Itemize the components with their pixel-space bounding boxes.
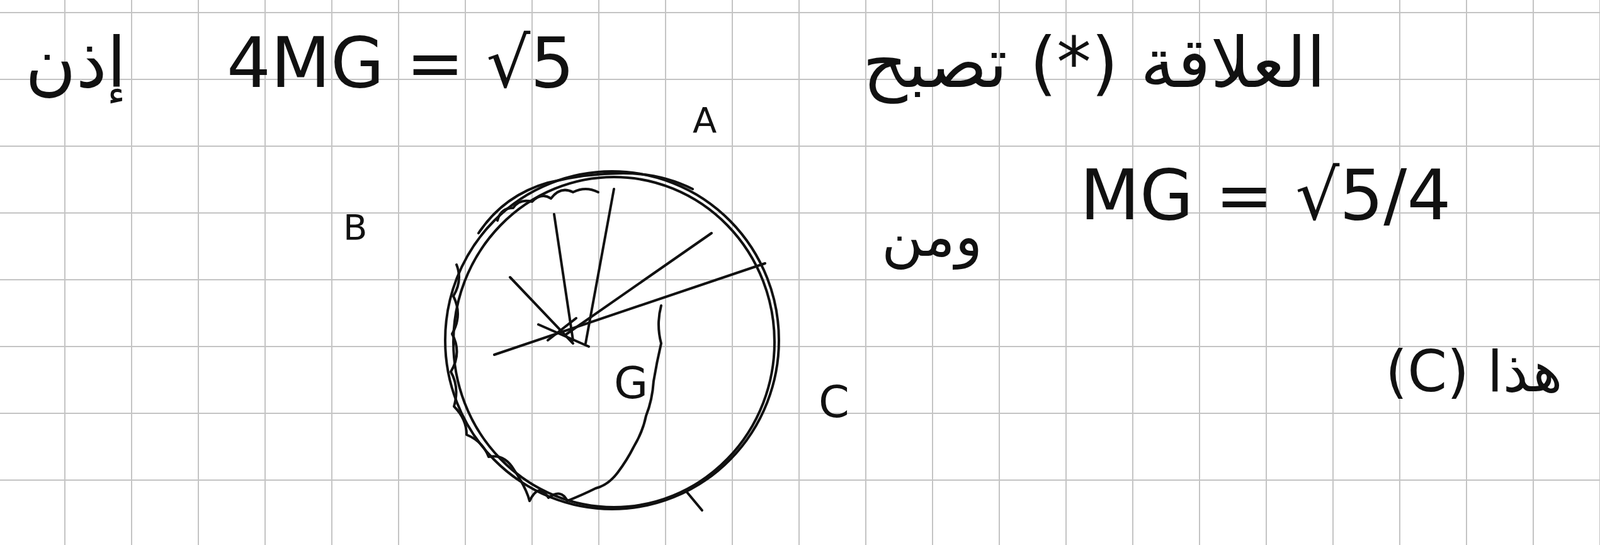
arabic-note: هذا (C) — [1385, 340, 1563, 403]
circle-outline — [445, 171, 779, 509]
radius-line — [510, 277, 574, 344]
arabic-word: ومن — [881, 204, 983, 267]
wavy-scribble — [450, 264, 662, 501]
radius-line — [566, 232, 712, 334]
math-equation: MG = √5/4 — [1079, 157, 1451, 234]
point-label: B — [343, 207, 368, 247]
arabic-word: إذن — [25, 25, 126, 102]
center-mark — [538, 317, 589, 347]
arabic-note: العلاقة (*) تصبح — [862, 25, 1326, 102]
point-label: G — [613, 358, 648, 408]
wavy-scribble — [478, 173, 693, 233]
wavy-scribble — [497, 188, 599, 221]
point-label: C — [818, 377, 850, 427]
point-label: A — [692, 100, 717, 140]
point-mark — [686, 491, 703, 511]
math-equation: 4MG = √5 — [226, 25, 575, 102]
radius-line — [585, 188, 614, 344]
radius-line — [494, 263, 766, 355]
